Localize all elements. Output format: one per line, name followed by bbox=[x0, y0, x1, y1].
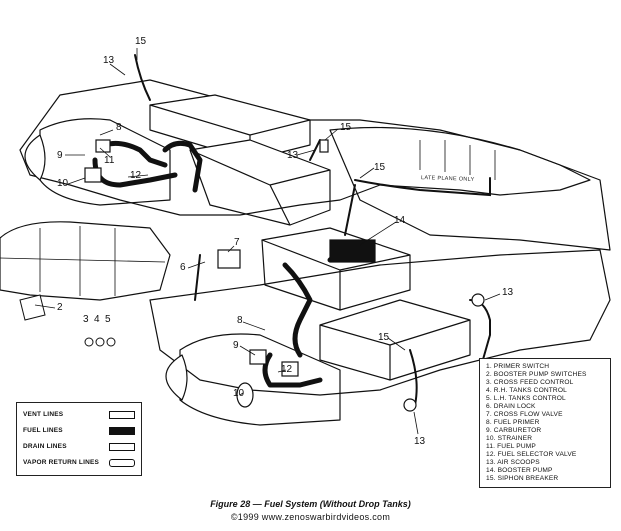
right-boom bbox=[329, 126, 611, 251]
legend-vapor-label: VAPOR RETURN LINES bbox=[23, 459, 100, 466]
fuel-selector-valve-right bbox=[281, 361, 299, 377]
line-legend: VENT LINES FUEL LINES DRAIN LINES VAPOR … bbox=[16, 402, 142, 476]
callout-4: 4 bbox=[94, 314, 100, 325]
cross-flow-valve bbox=[217, 249, 241, 269]
figure-caption: Figure 28 — Fuel System (Without Drop Ta… bbox=[210, 499, 411, 509]
legend-drain-label: DRAIN LINES bbox=[23, 443, 67, 450]
booster-switch-panel bbox=[19, 294, 46, 321]
callout-10-left: 10 bbox=[57, 178, 69, 189]
callout-14: 14 bbox=[394, 215, 406, 226]
key-item: 15. SIPHON BREAKER bbox=[486, 475, 559, 482]
callout-15-right: 15 bbox=[374, 162, 386, 173]
carburetor-left bbox=[84, 167, 102, 183]
callout-11: 11 bbox=[104, 155, 115, 166]
strainer-right bbox=[236, 382, 254, 408]
air-scoop-lower bbox=[403, 398, 417, 412]
legend-drain-swatch bbox=[109, 443, 135, 451]
callout-13-right: 13 bbox=[502, 287, 514, 298]
tank-control-panel bbox=[84, 337, 116, 347]
callout-15-bottom: 15 bbox=[378, 332, 390, 343]
component-key: 1. PRIMER SWITCH 2. BOOSTER PUMP SWITCHE… bbox=[479, 358, 611, 488]
callout-9-left: 9 bbox=[57, 150, 63, 161]
left-spinner bbox=[24, 134, 46, 181]
key-item: 12. FUEL SELECTOR VALVE bbox=[486, 451, 577, 458]
callout-8-right: 8 bbox=[237, 315, 243, 326]
callout-13-top: 13 bbox=[103, 55, 115, 66]
key-item: 11. FUEL PUMP bbox=[486, 443, 536, 450]
upper-tank-front bbox=[149, 94, 311, 136]
key-item: 2. BOOSTER PUMP SWITCHES bbox=[486, 371, 587, 378]
booster-pump bbox=[329, 239, 376, 263]
callout-3: 3 bbox=[83, 314, 89, 325]
legend-vent-label: VENT LINES bbox=[23, 411, 64, 418]
callout-15-mid: 15 bbox=[340, 122, 352, 133]
callout-12-left: 12 bbox=[130, 170, 142, 181]
callout-13-mid: 13 bbox=[287, 150, 299, 161]
callout-8-left: 8 bbox=[116, 122, 122, 133]
callout-6: 6 bbox=[180, 262, 186, 273]
left-nacelle bbox=[39, 118, 171, 206]
callout-leaders bbox=[34, 48, 501, 435]
copyright-line: ©1999 www.zenoswarbirdvideos.com bbox=[230, 512, 391, 522]
callout-2: 2 bbox=[57, 302, 63, 313]
key-item: 7. CROSS FLOW VALVE bbox=[486, 411, 563, 418]
key-item: 1. PRIMER SWITCH bbox=[486, 363, 550, 370]
air-scoop-right bbox=[471, 293, 485, 307]
components bbox=[84, 139, 485, 412]
key-item: 8. FUEL PRIMER bbox=[486, 419, 540, 426]
key-item: 13. AIR SCOOPS bbox=[486, 459, 540, 466]
legend-vapor-swatch bbox=[109, 459, 135, 467]
legend-fuel-label: FUEL LINES bbox=[23, 427, 63, 434]
fuel-pump-left bbox=[95, 139, 111, 153]
upper-tank-rear bbox=[189, 139, 331, 186]
callout-7: 7 bbox=[234, 237, 240, 248]
key-item: 9. CARBURETOR bbox=[486, 427, 542, 434]
left-wing-outline bbox=[19, 79, 591, 216]
callout-13-bottom: 13 bbox=[414, 436, 426, 447]
key-item: 10. STRAINER bbox=[486, 435, 533, 442]
key-item: 4. R.H. TANKS CONTROL bbox=[486, 387, 567, 394]
right-wing-outline bbox=[149, 249, 611, 396]
callout-12-right: 12 bbox=[281, 364, 293, 375]
canopy bbox=[0, 221, 171, 301]
right-spinner bbox=[165, 354, 188, 401]
key-item: 14. BOOSTER PUMP bbox=[486, 467, 553, 474]
key-item: 6. DRAIN LOCK bbox=[486, 403, 536, 410]
key-item: 3. CROSS FEED CONTROL bbox=[486, 379, 574, 386]
callout-5: 5 bbox=[105, 314, 111, 325]
callout-10-right: 10 bbox=[233, 388, 245, 399]
callout-9-right: 9 bbox=[233, 340, 239, 351]
legend-vent-swatch bbox=[109, 411, 135, 419]
right-nacelle bbox=[179, 333, 341, 426]
key-item: 5. L.H. TANKS CONTROL bbox=[486, 395, 566, 402]
callout-15-top: 15 bbox=[135, 36, 147, 47]
legend-fuel-swatch bbox=[109, 427, 135, 435]
lower-tank-rear bbox=[319, 299, 471, 346]
siphon-breaker-upper bbox=[319, 139, 329, 153]
carburetor-right bbox=[249, 349, 267, 365]
